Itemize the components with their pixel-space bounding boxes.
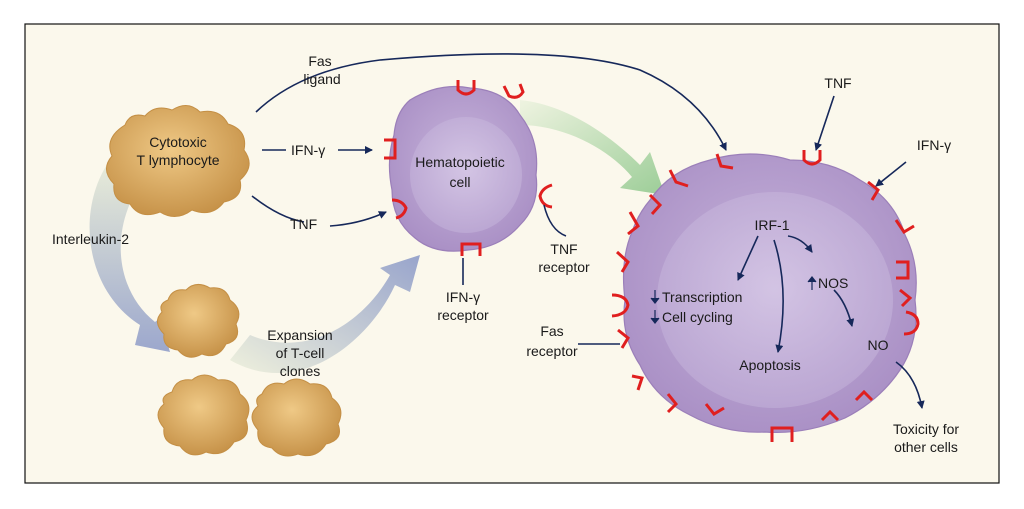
tnf-receptor-label-line2: receptor [538,259,590,275]
receptor-icon [391,198,408,220]
tnf-line-left [251,195,305,223]
irf1-to-transcription-arrow [737,235,759,281]
expansion-flow-arrow [230,255,420,374]
tnf-top-label: TNF [824,75,851,91]
receptor-icon [617,328,630,349]
toxicity-label-line2: other cells [894,439,958,455]
target-nucleus [657,192,893,408]
ifn-gamma-left-label: IFN-γ [291,142,325,158]
receptor-icon [896,260,910,280]
receptor-icon [611,293,630,318]
receptor-icon [668,169,689,188]
hematopoietic-label-line2: cell [449,174,470,190]
expansion-label-line3: clones [280,363,320,379]
receptor-icon [631,374,644,391]
receptor-icon [384,138,397,160]
receptor-icon [615,250,630,273]
receptor-icon [704,403,725,416]
irf1-label: IRF-1 [755,217,790,233]
tnf-receptor-pointer [543,204,567,237]
ifn-receptor-label-line2: receptor [437,307,489,323]
receptor-icon [899,288,913,308]
toxicity-label-line1: Toxicity for [893,421,959,437]
receptor-icon [538,183,553,209]
fas-ligand-label-line2: ligand [303,71,340,87]
ifn-receptor-label-line1: IFN-γ [446,289,480,305]
down-arrow-icon [650,310,660,324]
t-cell-clone [251,378,342,457]
receptor-icon [502,83,525,99]
apoptosis-label: Apoptosis [739,357,800,373]
receptor-icon [770,426,794,442]
fas-ligand-label-line1: Fas [308,53,331,69]
receptor-icon [648,193,663,215]
receptor-icon [666,393,679,414]
cytotoxic-label-line1: Cytotoxic [149,134,207,150]
receptor-group-target [611,150,920,442]
hematopoietic-label-line1: Hematopoietic [415,154,505,170]
receptor-icon [627,211,640,236]
no-to-toxicity-arrow [895,361,925,409]
irf1-to-apoptosis-arrow [773,239,784,353]
up-arrow-icon [807,276,817,290]
fas-ligand-arrow [255,53,727,151]
expansion-label-line1: Expansion [267,327,332,343]
tnf-top-arrow [814,95,835,151]
receptor-icon [867,180,880,201]
cytotoxic-t-lymphocyte [106,105,250,217]
interleukin-flow-arrow [89,160,170,352]
fas-receptor-label-line2: receptor [526,343,578,359]
interleukin-label: Interleukin-2 [52,231,129,247]
nos-label: NOS [818,275,848,291]
indicator-arrows [650,276,817,324]
arrow-group [251,53,925,409]
ifn-right-arrow [875,161,907,187]
receptor-group-hematopoietic [384,80,553,256]
receptor-icon [715,153,734,170]
tnf-left-label: TNF [290,216,317,232]
t-cell-clone [157,284,240,358]
cytotoxic-label-line2: T lymphocyte [137,152,220,168]
receptor-icon [854,389,874,402]
receptor-icon [456,80,476,96]
cell-cycling-label: Cell cycling [662,309,733,325]
hematopoietic-nucleus [410,117,522,233]
receptor-icon [903,310,920,336]
t-cell-clone [157,374,250,456]
down-arrow-icon [650,290,660,304]
tnf-arrow [329,211,387,227]
transcription-label: Transcription [662,289,742,305]
ifn-gamma-right-label: IFN-γ [917,137,951,153]
cell-transition-flow-arrow [520,100,665,195]
nos-to-no-arrow [833,289,855,327]
expansion-label-line2: of T-cell [276,345,325,361]
irf1-to-nos-arrow [787,235,813,253]
fas-receptor-label-line1: Fas [540,323,563,339]
receptor-icon [460,242,482,256]
no-label: NO [868,337,889,353]
receptor-icon [802,150,822,166]
tnf-receptor-label-line1: TNF [550,241,577,257]
receptor-icon [894,219,915,235]
receptor-icon [820,409,840,422]
